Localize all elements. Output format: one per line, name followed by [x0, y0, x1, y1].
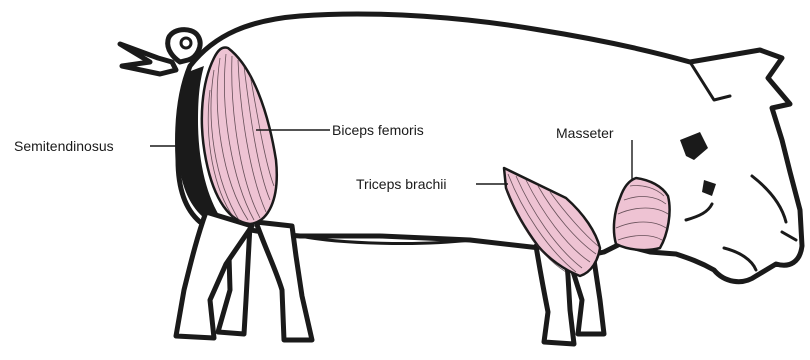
- label-masseter: Masseter: [556, 125, 614, 141]
- label-biceps-femoris: Biceps femoris: [332, 122, 424, 138]
- label-semitendinosus: Semitendinosus: [14, 138, 114, 154]
- label-triceps-brachii: Triceps brachii: [356, 176, 447, 192]
